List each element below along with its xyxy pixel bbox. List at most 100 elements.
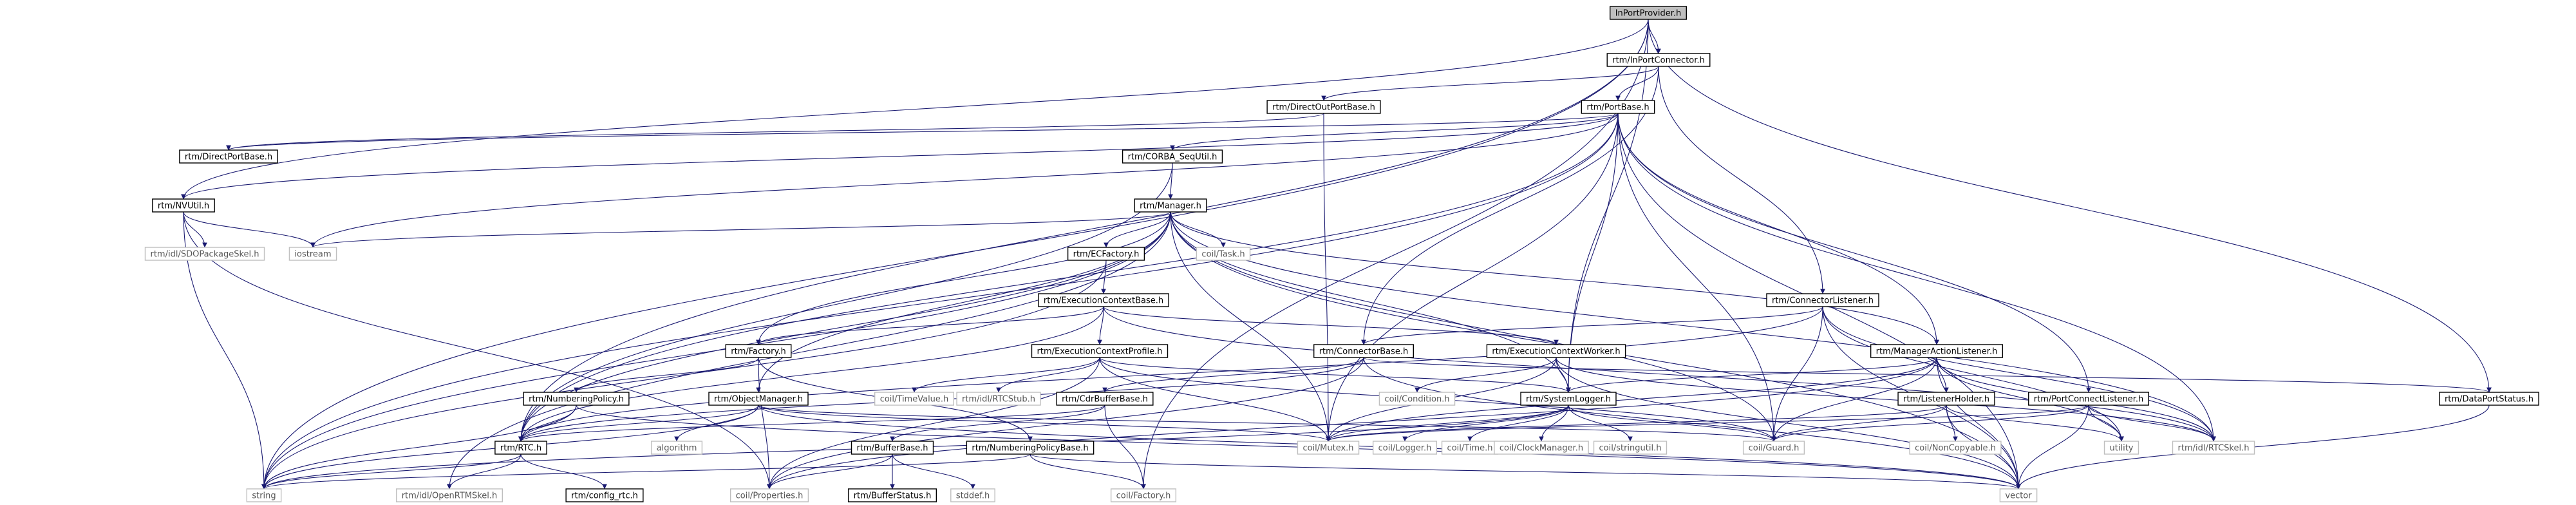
edge-portbase-to-iostream <box>310 113 1619 248</box>
edge-manager-to-openrtmskel <box>447 211 1171 490</box>
edge-listenerholder-to-guard <box>1771 405 1947 442</box>
node-box <box>1067 247 1145 261</box>
node-factory[interactable]: rtm/Factory.h <box>725 344 792 358</box>
node-clockmanager: coil/ClockManager.h <box>1494 441 1589 455</box>
edge-numberingpolicy-to-string <box>261 405 577 490</box>
node-nvutil[interactable]: rtm/NVUtil.h <box>152 198 215 213</box>
node-connectorbase[interactable]: rtm/ConnectorBase.h <box>1313 344 1414 358</box>
edge-rtc-to-string <box>261 453 522 490</box>
node-string: string <box>246 488 282 502</box>
node-executioncontextbase[interactable]: rtm/ExecutionContextBase.h <box>1038 293 1169 307</box>
node-box <box>1766 293 1879 307</box>
edge-manageractionlistener-to-systemlogger <box>1566 357 1937 393</box>
edge-inportconnector-to-connectorbase <box>1361 66 1659 345</box>
node-label: rtm/ExecutionContextWorker.h <box>1492 347 1620 357</box>
node-portbase[interactable]: rtm/PortBase.h <box>1581 100 1655 114</box>
node-dataportstatus[interactable]: rtm/DataPortStatus.h <box>2439 392 2539 406</box>
edge-portconnectlistener-to-vector <box>2016 405 2089 490</box>
node-label: InPortProvider.h <box>1615 9 1682 19</box>
edge-objectmanager-to-rtc <box>518 405 759 442</box>
node-label: coil/Mutex.h <box>1302 444 1353 453</box>
node-label: rtm/ExecutionContextProfile.h <box>1037 347 1163 357</box>
node-inportprovider[interactable]: InPortProvider.h <box>1610 6 1687 20</box>
node-connectorlistener[interactable]: rtm/ConnectorListener.h <box>1766 293 1879 307</box>
node-bufferstatus[interactable]: rtm/BufferStatus.h <box>847 488 937 502</box>
node-ecfactory[interactable]: rtm/ECFactory.h <box>1067 247 1145 261</box>
node-label: rtm/config_rtc.h <box>571 491 638 501</box>
edge-manager-to-objectmanager <box>756 211 1171 393</box>
edge-connectorlistener-to-rtcskel <box>1822 306 2216 442</box>
node-rtc[interactable]: rtm/RTC.h <box>494 441 547 455</box>
edge-connectorbase-to-dataportstatus <box>1363 357 2492 393</box>
edge-systemlogger-to-logger <box>1402 405 1569 442</box>
node-label: iostream <box>294 250 331 260</box>
node-numberingpolicy[interactable]: rtm/NumberingPolicy.h <box>523 392 630 406</box>
edge-systemlogger-to-mutex <box>1326 405 1569 442</box>
edge-portbase-to-corba_sequtil <box>1170 113 1619 151</box>
node-label: rtm/BufferStatus.h <box>854 491 932 501</box>
edge-objectmanager-to-guard <box>758 405 1776 442</box>
edge-corba_sequtil-to-rtc <box>518 162 1173 442</box>
node-systemlogger[interactable]: rtm/SystemLogger.h <box>1520 392 1617 406</box>
node-label: rtm/ObjectManager.h <box>714 395 803 405</box>
node-box <box>874 392 954 406</box>
node-executioncontextprofile[interactable]: rtm/ExecutionContextProfile.h <box>1031 344 1169 358</box>
edge-systemlogger-to-time <box>1467 405 1569 442</box>
node-portconnectlistener[interactable]: rtm/PortConnectListener.h <box>2028 392 2149 406</box>
edge-systemlogger-to-guard <box>1568 405 1776 442</box>
node-box <box>494 441 547 455</box>
edge-inportprovider-to-string <box>261 19 1649 490</box>
node-box <box>851 441 934 455</box>
edge-bufferbase-to-properties <box>767 453 893 490</box>
node-config-rtc[interactable]: rtm/config_rtc.h <box>565 488 644 502</box>
node-box <box>1196 247 1251 261</box>
edge-connectorlistener-to-rtc <box>518 306 1823 442</box>
node-label: rtm/DirectPortBase.h <box>185 153 272 162</box>
node-openrtmskel: rtm/idl/OpenRTMSkel.h <box>395 488 503 502</box>
edge-connectorbase-to-properties <box>767 357 1364 490</box>
edge-connectorlistener-to-connectorbase <box>1361 306 1823 345</box>
node-rtcskel: rtm/idl/RTCSkel.h <box>2172 441 2255 455</box>
edge-executioncontextprofile-to-systemlogger <box>1099 357 1571 393</box>
node-box <box>1870 344 2004 358</box>
node-numberingpolicybase[interactable]: rtm/NumberingPolicyBase.h <box>966 441 1095 455</box>
node-bufferbase[interactable]: rtm/BufferBase.h <box>851 441 934 455</box>
node-manager[interactable]: rtm/Manager.h <box>1134 198 1207 213</box>
node-box <box>1610 6 1687 20</box>
node-inportconnector[interactable]: rtm/InPortConnector.h <box>1606 53 1711 67</box>
node-box <box>1297 441 1360 455</box>
edge-inportprovider-to-rtc <box>518 19 1649 442</box>
node-iostream: iostream <box>288 247 337 261</box>
node-box <box>1313 344 1414 358</box>
node-box <box>1520 392 1617 406</box>
node-manageractionlistener[interactable]: rtm/ManagerActionListener.h <box>1870 344 2004 358</box>
edge-cdrbufferbase-to-coilfactory <box>1104 405 1146 490</box>
node-cdrbufferbase[interactable]: rtm/CdrBufferBase.h <box>1056 392 1154 406</box>
node-corba-sequtil[interactable]: rtm/CORBA_SeqUtil.h <box>1122 149 1223 164</box>
edge-manageractionlistener-to-vector <box>1936 357 2021 490</box>
node-box <box>650 441 703 455</box>
node-label: rtm/idl/RTCStub.h <box>962 395 1035 405</box>
edge-manageractionlistener-to-guard <box>1771 357 1937 442</box>
node-listenerholder[interactable]: rtm/ListenerHolder.h <box>1897 392 1995 406</box>
edge-executioncontextprofile-to-timevalue <box>912 357 1100 393</box>
node-executioncontextworker[interactable]: rtm/ExecutionContextWorker.h <box>1486 344 1626 358</box>
edge-inportconnector-to-portbase <box>1615 66 1659 101</box>
edge-inportconnector-to-connectorlistener <box>1658 66 1825 294</box>
node-box <box>1999 488 2038 502</box>
edge-executioncontextbase-to-rtc <box>518 306 1104 442</box>
node-directportbase[interactable]: rtm/DirectPortBase.h <box>179 149 278 164</box>
node-label: vector <box>2005 491 2032 501</box>
node-box <box>1494 441 1589 455</box>
node-label: rtm/ManagerActionListener.h <box>1876 347 1998 357</box>
node-box <box>1581 100 1655 114</box>
node-rtcstub: rtm/idl/RTCStub.h <box>956 392 1041 406</box>
edge-inportprovider-to-dataportstatus <box>1648 19 2492 393</box>
edge-listenerholder-to-mutex <box>1326 405 1947 442</box>
node-box <box>179 149 278 164</box>
node-task: coil/Task.h <box>1196 247 1251 261</box>
edge-manager-to-systemlogger <box>1170 211 1571 393</box>
node-box <box>950 488 995 502</box>
node-directoutportbase[interactable]: rtm/DirectOutPortBase.h <box>1266 100 1381 114</box>
node-objectmanager[interactable]: rtm/ObjectManager.h <box>708 392 809 406</box>
